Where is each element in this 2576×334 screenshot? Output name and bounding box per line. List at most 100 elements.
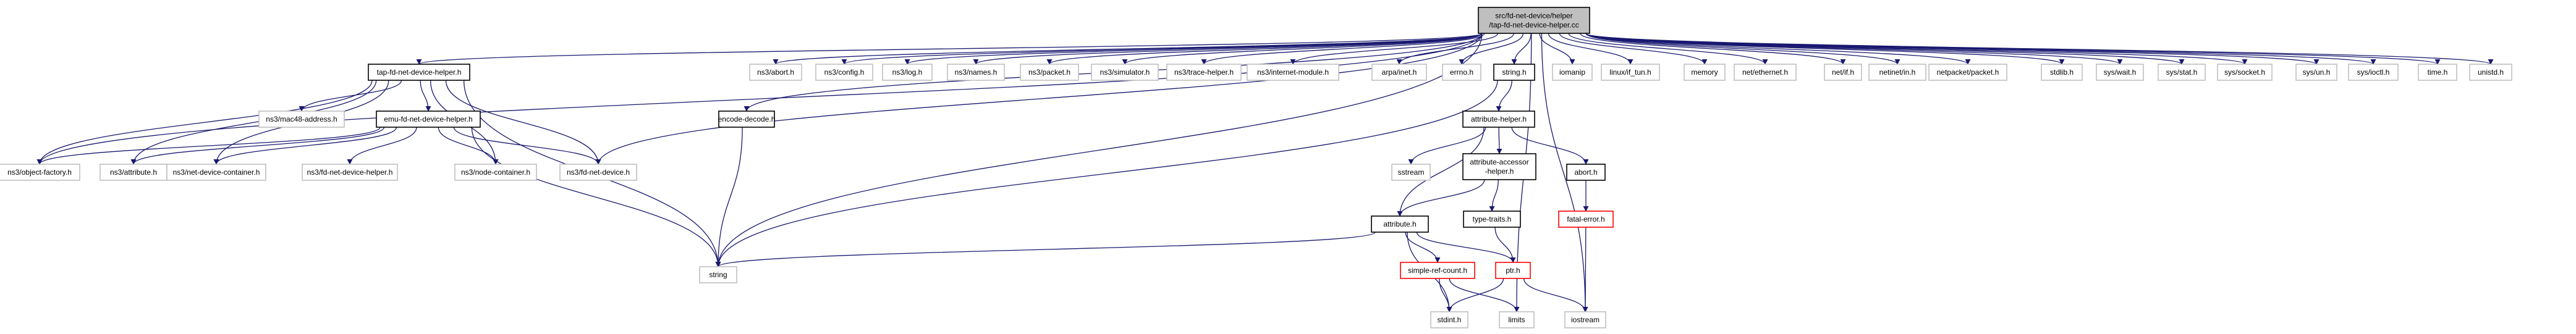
node-box — [0, 164, 80, 181]
node-objfactory: ns3/object-factory.h — [0, 164, 80, 181]
edge-root-to-ns3fdnd — [595, 33, 1483, 165]
node-label: string — [709, 270, 727, 279]
nodes-layer: src/fd-net-device/helper/tap-fd-net-devi… — [0, 7, 2512, 328]
node-limits: limits — [1499, 311, 1535, 328]
node-netinet: netinet/in.h — [1868, 64, 1926, 81]
node-box — [2348, 64, 2399, 81]
edge-attrh-to-simplerc — [1405, 232, 1441, 263]
node-label: simple-ref-count.h — [1408, 266, 1467, 275]
node-box — [699, 266, 737, 283]
edge-tap-to-emu — [420, 80, 431, 112]
node-box — [1462, 153, 1536, 180]
node-label: src/fd-net-device/helper — [1495, 12, 1572, 20]
node-ptrh[interactable]: ptr.h — [1495, 262, 1531, 279]
node-box — [2096, 64, 2144, 81]
edge-tap-to-ns3mac48 — [299, 80, 402, 112]
edge-emu-to-ns3attr — [130, 127, 385, 165]
node-label: time.h — [2428, 68, 2448, 77]
node-emu[interactable]: emu-fd-net-device-helper.h — [376, 111, 481, 128]
node-box — [454, 164, 537, 181]
node-box — [947, 64, 1005, 81]
edge-root-to-sysstat — [1585, 33, 2185, 65]
edge-attracc-to-attrh — [1397, 179, 1485, 217]
node-label: attribute-helper.h — [1471, 115, 1527, 123]
node-label: sys/un.h — [2303, 68, 2331, 77]
node-ns3ndc: ns3/net-device-container.h — [166, 164, 266, 181]
edge-root-to-arpa — [1396, 33, 1514, 65]
node-aborth[interactable]: abort.h — [1566, 164, 1606, 181]
edge-stringh-to-stringstd — [715, 80, 1498, 267]
node-box — [166, 164, 266, 181]
node-label: sstream — [1398, 168, 1425, 177]
node-label: ns3/names.h — [955, 68, 998, 77]
node-ns3trace: ns3/trace-helper.h — [1166, 64, 1242, 81]
node-label: ns3/node-container.h — [461, 168, 530, 177]
node-attrhelper[interactable]: attribute-helper.h — [1462, 111, 1535, 128]
edge-emu-to-stringstd — [471, 127, 721, 267]
node-attracc[interactable]: attribute-accessor-helper.h — [1462, 153, 1536, 180]
node-root[interactable]: src/fd-net-device/helper/tap-fd-net-devi… — [1478, 7, 1590, 34]
node-box — [368, 64, 470, 81]
node-label: ns3/object-factory.h — [7, 168, 72, 177]
node-sysioctl: sys/ioctl.h — [2348, 64, 2399, 81]
node-stdint: stdint.h — [1430, 311, 1468, 328]
node-tap[interactable]: tap-fd-net-device-helper.h — [368, 64, 470, 81]
edge-typetraits-to-ptrh — [1494, 227, 1516, 263]
node-box — [1493, 64, 1535, 81]
edge-root-to-ns3trace — [1201, 33, 1485, 65]
node-box — [1478, 7, 1590, 34]
node-ns3names: ns3/names.h — [947, 64, 1005, 81]
node-label: netinet/in.h — [1879, 68, 1916, 77]
node-encode[interactable]: encode-decode.h — [718, 111, 776, 128]
node-ns3packet: ns3/packet.h — [1020, 64, 1079, 81]
node-stringstd: string — [699, 266, 737, 283]
node-label: ns3/net-device-container.h — [173, 168, 260, 177]
edge-root-to-stringh — [1511, 33, 1532, 65]
edge-root-to-tap — [417, 33, 1483, 65]
node-label: ptr.h — [1506, 266, 1520, 275]
node-fatal[interactable]: fatal-error.h — [1558, 211, 1614, 228]
node-box — [882, 64, 933, 81]
node-sstream: sstream — [1391, 164, 1431, 181]
node-label: attribute.h — [1383, 220, 1416, 228]
node-box — [815, 64, 873, 81]
edge-root-to-ns3sim — [1122, 33, 1483, 65]
edge-root-to-neteth — [1568, 33, 1768, 65]
node-box — [1462, 111, 1535, 128]
node-label: ns3/config.h — [824, 68, 865, 77]
node-attrh[interactable]: attribute.h — [1371, 215, 1429, 233]
node-box — [1499, 311, 1535, 328]
node-label: ns3/log.h — [892, 68, 923, 77]
node-box — [302, 164, 398, 181]
node-box — [1091, 64, 1159, 81]
node-arpa: arpa/inet.h — [1371, 64, 1427, 81]
node-box — [1166, 64, 1242, 81]
edge-root-to-iostream — [1541, 33, 1588, 312]
node-box — [2295, 64, 2337, 81]
edge-root-to-syssock — [1585, 33, 2248, 65]
node-sysstat: sys/stat.h — [2158, 64, 2206, 81]
edge-root-to-objfactory — [36, 33, 1483, 165]
node-ns3config: ns3/config.h — [815, 64, 873, 81]
node-stringh[interactable]: string.h — [1493, 64, 1535, 81]
node-label: stdlib.h — [2050, 68, 2074, 77]
edge-root-to-ns3abort — [773, 33, 1483, 65]
node-box — [1824, 64, 1862, 81]
node-label: ns3/mac48-address.h — [266, 115, 337, 123]
edge-ptrh-to-iostream — [1523, 278, 1588, 312]
edge-root-to-sysioctl — [1585, 33, 2376, 65]
node-label: abort.h — [1574, 168, 1597, 177]
node-netpacket: netpacket/packet.h — [1928, 64, 2007, 81]
node-simplerc[interactable]: simple-ref-count.h — [1400, 262, 1475, 279]
node-label: ns3/simulator.h — [1100, 68, 1150, 77]
node-syswait: sys/wait.h — [2096, 64, 2144, 81]
node-box — [749, 64, 802, 81]
node-ns3inet: ns3/internet-module.h — [1247, 64, 1339, 81]
edge-emu-to-ns3fdhelper — [347, 127, 417, 165]
node-box — [1400, 262, 1475, 279]
edge-emu-to-objfactory — [36, 127, 381, 165]
node-box — [1430, 311, 1468, 328]
node-box — [1371, 64, 1427, 81]
node-typetraits[interactable]: type-traits.h — [1463, 211, 1521, 228]
node-label: attribute-accessor — [1470, 158, 1528, 167]
